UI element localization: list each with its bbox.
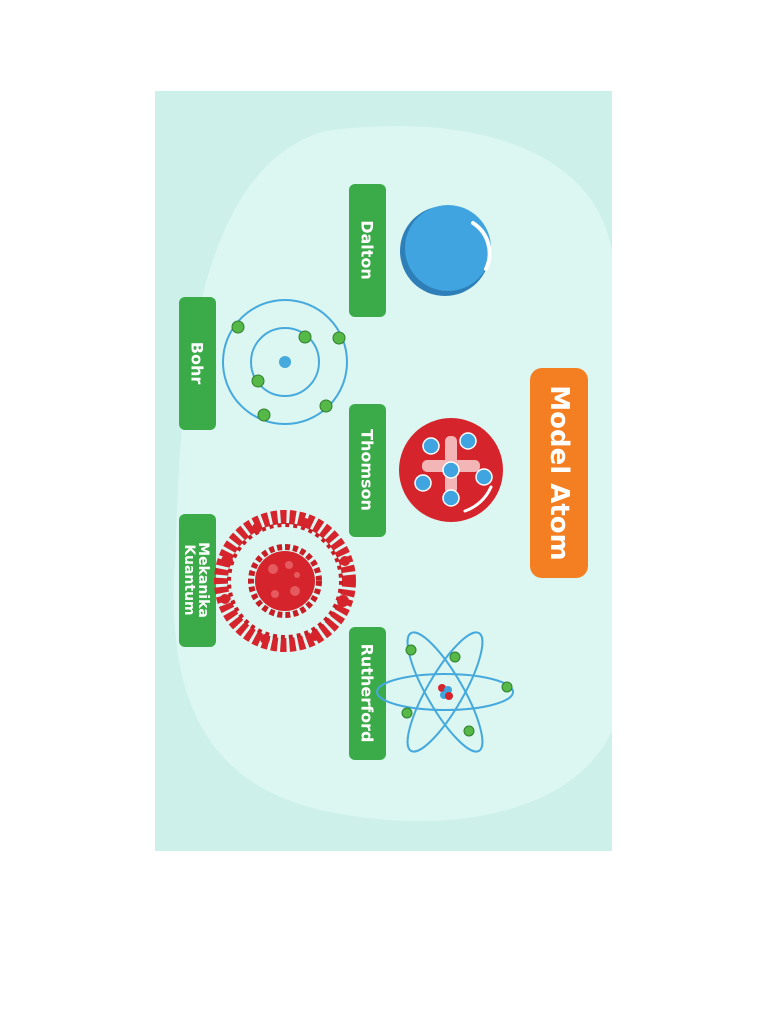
label-thomson: Thomson [349,404,386,537]
label-kuantum-text: Kuantum [181,544,197,615]
label-rutherford-text: Rutherford [358,644,377,743]
infographic-canvas: Model Atom Dalton Bohr Thomson [155,91,612,851]
label-mekanika-text: Mekanika [195,542,211,618]
label-dalton-text: Dalton [358,220,377,280]
label-bohr-text: Bohr [188,342,207,385]
thomson-atom-icon [399,418,503,522]
bohr-atom-icon [222,299,348,425]
rutherford-atom-icon [376,631,514,753]
label-dalton: Dalton [349,184,386,317]
label-mekanika-kuantum: Mekanika Kuantum [179,514,216,647]
label-bohr: Bohr [179,297,216,430]
label-rutherford: Rutherford [349,627,386,760]
quantum-cloud-icon [214,510,356,652]
dalton-atom-icon [400,205,492,296]
infographic-panel: Model Atom Dalton Bohr Thomson [155,91,612,851]
title-pill: Model Atom [530,368,588,578]
label-thomson-text: Thomson [358,429,377,511]
title-text: Model Atom [544,385,574,560]
